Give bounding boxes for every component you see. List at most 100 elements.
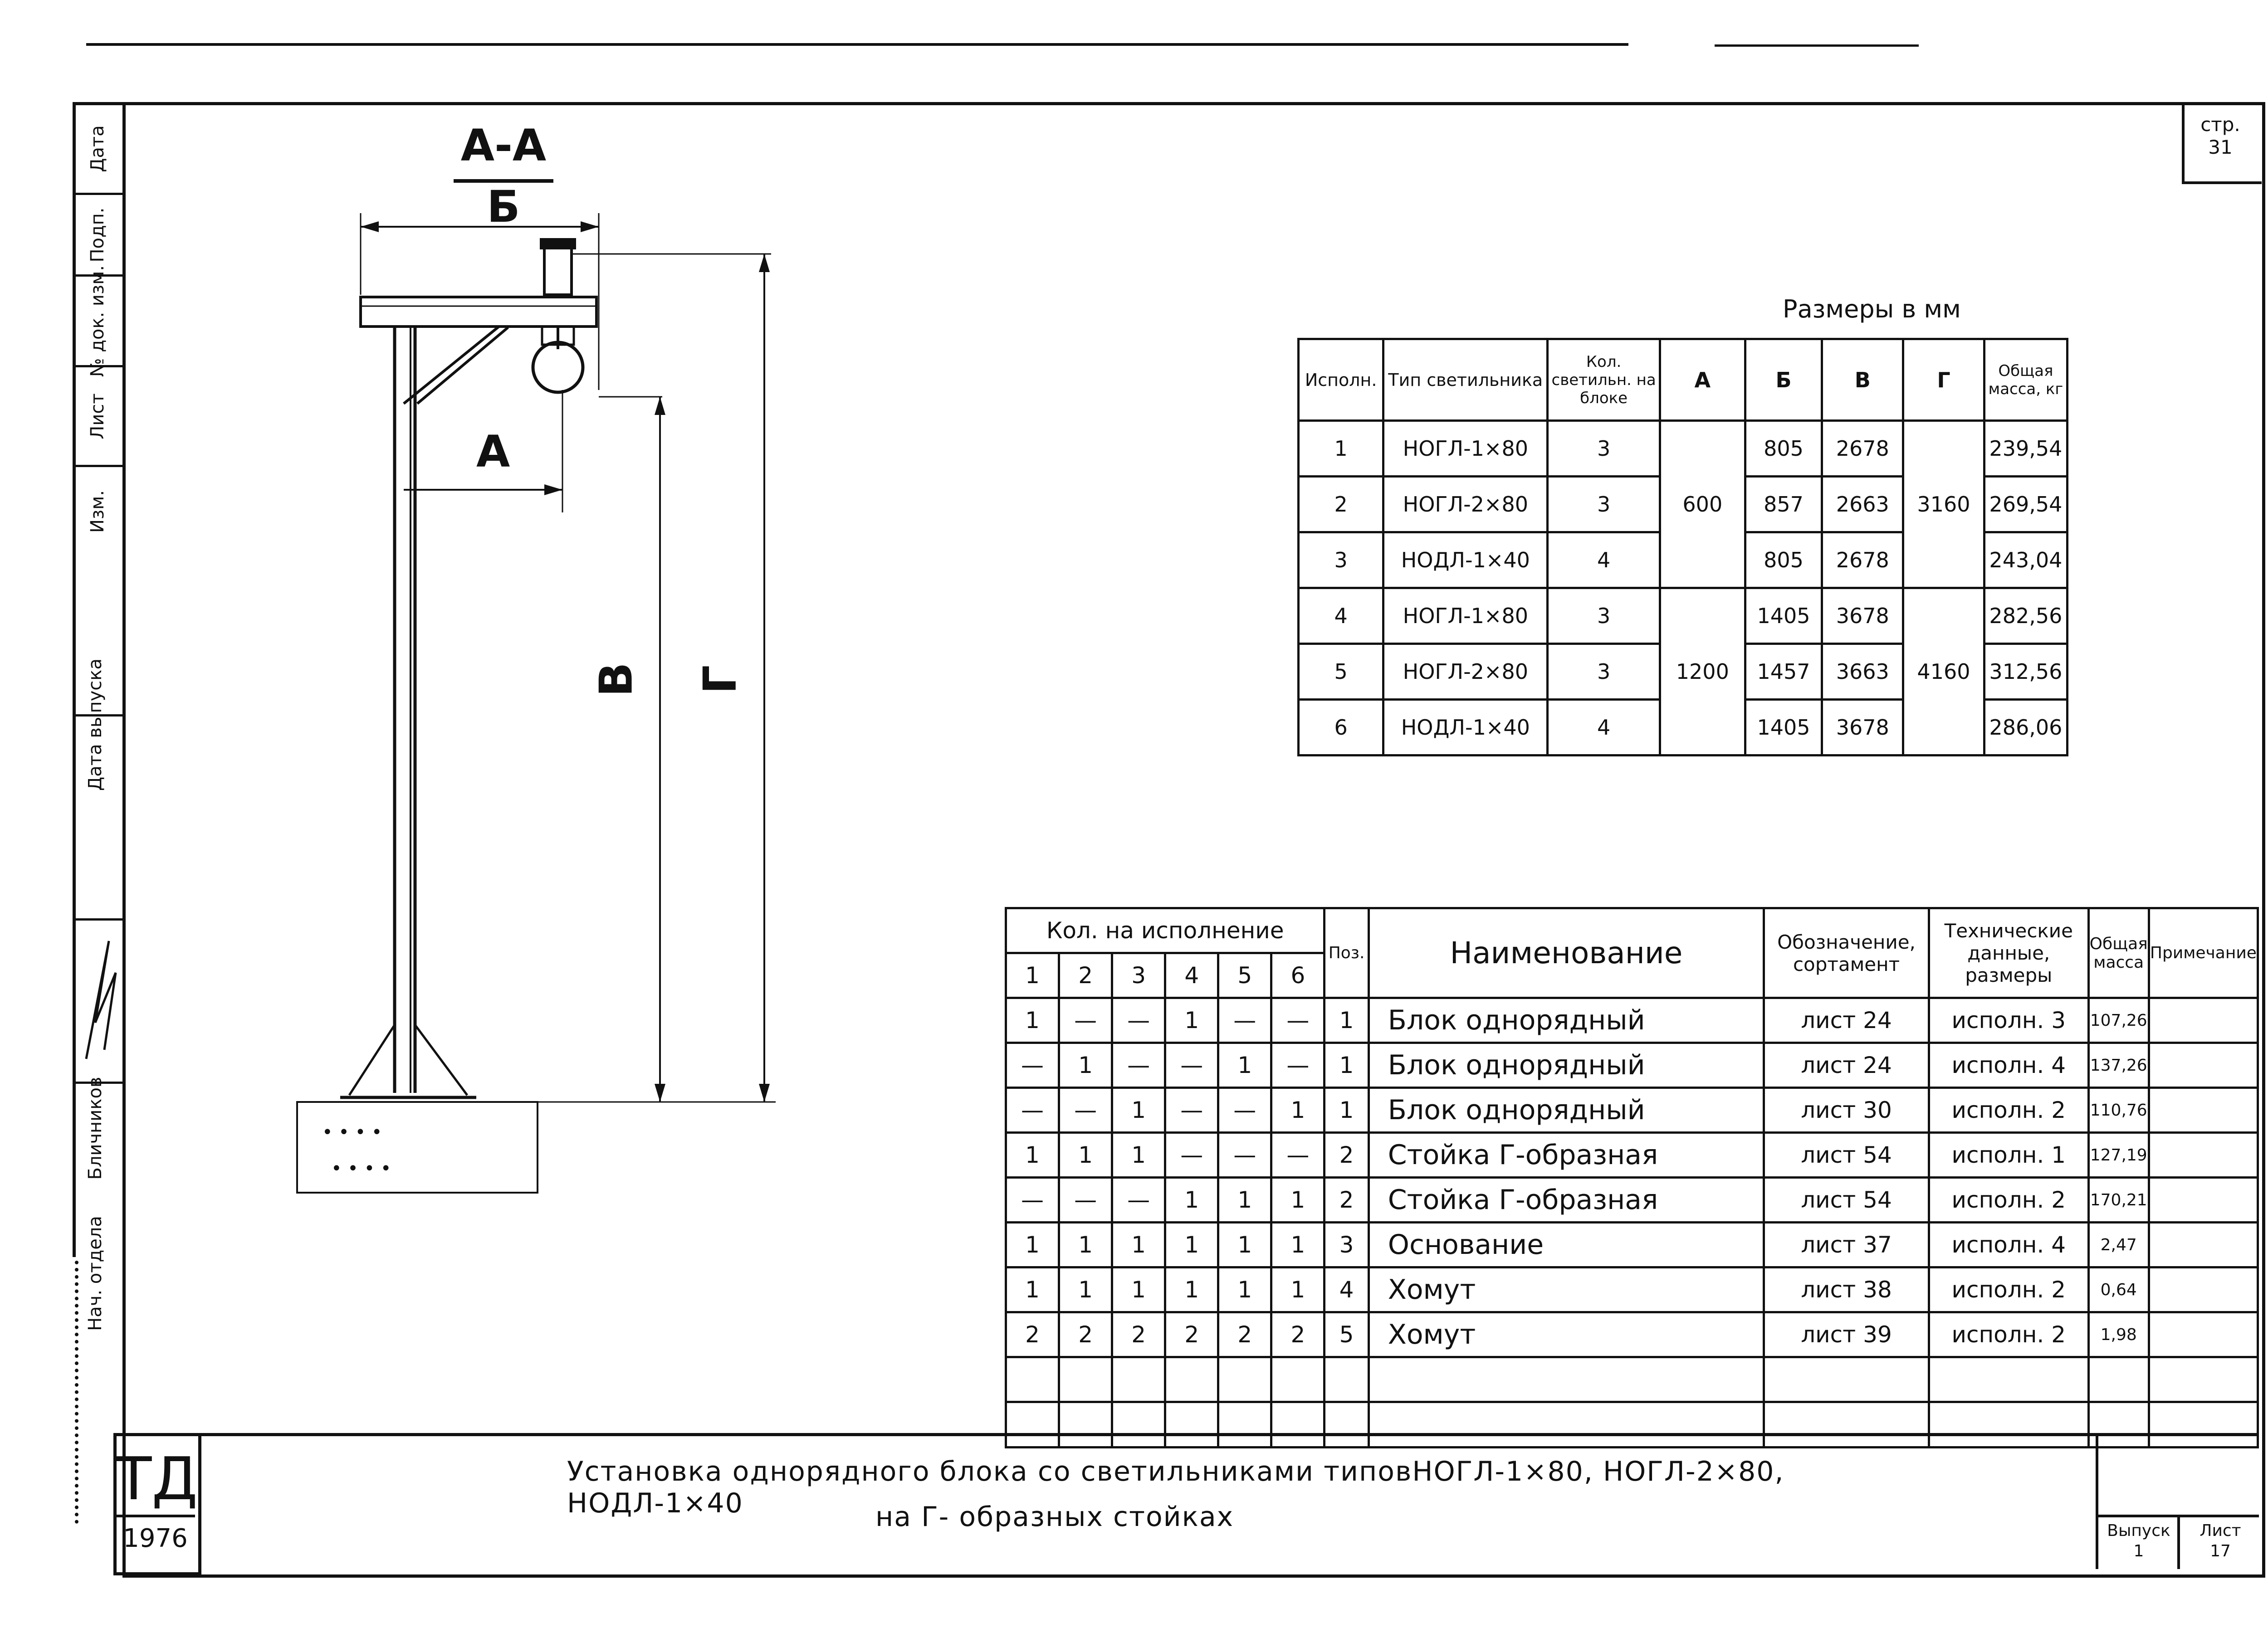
dim-header-isp: Исполн. — [1297, 338, 1385, 422]
sheet-frame — [122, 102, 2265, 1578]
side-stamp-cells: Дата Подп. № док. изм. Лист Изм. Дата вы… — [73, 102, 122, 1331]
spec-note — [2147, 1311, 2259, 1358]
spec-qty: — — [1217, 997, 1273, 1044]
spec-pos: 4 — [1323, 1266, 1370, 1313]
spec-qty: — — [1164, 1087, 1220, 1134]
spec-mass: 2,47 — [2087, 1221, 2150, 1268]
page-label-box — [2182, 102, 2262, 184]
dim-cell: 239,54 — [1983, 419, 2069, 478]
stamp-code: ТД — [116, 1444, 198, 1513]
spec-qty: 1 — [1111, 1221, 1167, 1268]
spec-qty: 2 — [1111, 1311, 1167, 1358]
spec-qty: — — [1164, 1042, 1220, 1089]
spec-desig: лист 38 — [1763, 1266, 1930, 1313]
dim-table-caption: Размеры в мм — [1783, 295, 1961, 323]
dim-row: 3 НОДЛ-1×40 4 805 2678 243,04 — [1297, 531, 2069, 589]
dim-cell: 3663 — [1821, 643, 1905, 701]
spec-qty: 2 — [1004, 1311, 1061, 1358]
spec-isp-col: 2 — [1058, 952, 1114, 999]
side-cell-head: Нач. отдела — [85, 1216, 106, 1331]
dim-cell-g: 3160 — [1902, 419, 1985, 589]
dim-row: 5 НОГЛ-2×80 3 1457 3663 312,56 — [1297, 643, 2069, 701]
release-value: 1 — [2133, 1542, 2144, 1560]
spec-qty: 1 — [1270, 1176, 1326, 1223]
dim-cell: 3 — [1546, 475, 1661, 533]
top-rule-short — [1715, 44, 1919, 47]
spec-qty: — — [1111, 997, 1167, 1044]
dim-header-v: В — [1821, 338, 1905, 422]
spec-mass: 107,26 — [2087, 997, 2150, 1044]
spec-qty: 1 — [1058, 1131, 1114, 1179]
stamp-divider — [113, 1515, 195, 1517]
spec-qty: 2 — [1164, 1311, 1220, 1358]
release-box-mid — [2177, 1515, 2180, 1569]
spec-mass: 0,64 — [2087, 1266, 2150, 1313]
section-label-top: А-А — [460, 120, 547, 171]
dim-cell: 4 — [1546, 531, 1661, 589]
spec-tech: исполн. 1 — [1927, 1131, 2090, 1179]
dim-cell: НОДЛ-1×40 — [1382, 531, 1549, 589]
dim-cell: 269,54 — [1983, 475, 2069, 533]
spec-tech: исполн. 2 — [1927, 1087, 2090, 1134]
sheet-number-label: Лист — [2200, 1521, 2241, 1540]
dim-cell: 2663 — [1821, 475, 1905, 533]
spec-mass: 1,98 — [2087, 1311, 2150, 1358]
side-cell-release-date: Дата выпуска — [85, 658, 106, 791]
dim-cell: НОГЛ-2×80 — [1382, 643, 1549, 701]
spec-qty: 1 — [1004, 1266, 1061, 1313]
dim-cell: 4 — [1546, 698, 1661, 756]
dim-a-label: А — [476, 426, 510, 477]
page-label: стр. 31 — [2200, 113, 2240, 158]
spec-qty: — — [1111, 1176, 1167, 1223]
release-box — [2096, 1433, 2262, 1569]
dim-header-a: А — [1658, 338, 1746, 422]
spec-qty: — — [1004, 1087, 1061, 1134]
spec-name: Хомут — [1367, 1311, 1765, 1358]
spec-qty: 1 — [1270, 1266, 1326, 1313]
side-cell-docnum: № док. изм. — [87, 265, 108, 377]
svg-text:• • • •: • • • • — [331, 1158, 391, 1179]
dim-cell: 5 — [1297, 643, 1385, 701]
dim-cell: 6 — [1297, 698, 1385, 756]
dim-row: 2 НОГЛ-2×80 3 857 2663 269,54 — [1297, 475, 2069, 533]
spec-name: Хомут — [1367, 1266, 1765, 1313]
dim-cell-a: 600 — [1658, 419, 1746, 589]
spec-desig: лист 54 — [1763, 1176, 1930, 1223]
dim-cell: 3 — [1297, 531, 1385, 589]
spec-qty: 1 — [1004, 997, 1061, 1044]
spec-name: Основание — [1367, 1221, 1765, 1268]
spec-desig: лист 24 — [1763, 1042, 1930, 1089]
dim-cell: 1405 — [1744, 587, 1823, 645]
spec-mass: 110,76 — [2087, 1087, 2150, 1134]
spec-header-note: Примечание — [2147, 907, 2259, 999]
spec-pos: 3 — [1323, 1221, 1370, 1268]
spec-qty: — — [1058, 1176, 1114, 1223]
spec-qty: 1 — [1164, 1221, 1220, 1268]
spec-tech: исполн. 4 — [1927, 1042, 2090, 1089]
spec-mass: 127,19 — [2087, 1131, 2150, 1179]
dim-cell: 1405 — [1744, 698, 1823, 756]
margin-dots — [75, 1261, 84, 1524]
dim-table: Исполн. Тип светильника Кол. светильн. н… — [1297, 338, 2069, 756]
spec-name: Стойка Г-образная — [1367, 1176, 1765, 1223]
side-stamp — [73, 102, 126, 1257]
dim-cell: НОГЛ-1×80 — [1382, 587, 1549, 645]
spec-qty: 1 — [1111, 1266, 1167, 1313]
spec-row-empty — [1004, 1356, 2259, 1403]
spec-qty: — — [1270, 1131, 1326, 1179]
dim-cell: НОГЛ-1×80 — [1382, 419, 1549, 478]
spec-qty: 1 — [1164, 1176, 1220, 1223]
spec-qty: 1 — [1004, 1221, 1061, 1268]
spec-pos: 5 — [1323, 1311, 1370, 1358]
spec-qty: 1 — [1058, 1042, 1114, 1089]
spec-mass: 170,21 — [2087, 1176, 2150, 1223]
spec-row: ——1——1 1 Блок однорядный лист 30 исполн.… — [1004, 1087, 2259, 1134]
spec-mass: 137,26 — [2087, 1042, 2150, 1089]
drawing-title-line2: на Г- образных стойках — [875, 1501, 1234, 1533]
spec-qty: 1 — [1217, 1266, 1273, 1313]
title-block — [122, 1433, 2259, 1571]
spec-qty: 2 — [1217, 1311, 1273, 1358]
dim-cell: 805 — [1744, 531, 1823, 589]
spec-header-name: Наименование — [1367, 907, 1765, 999]
